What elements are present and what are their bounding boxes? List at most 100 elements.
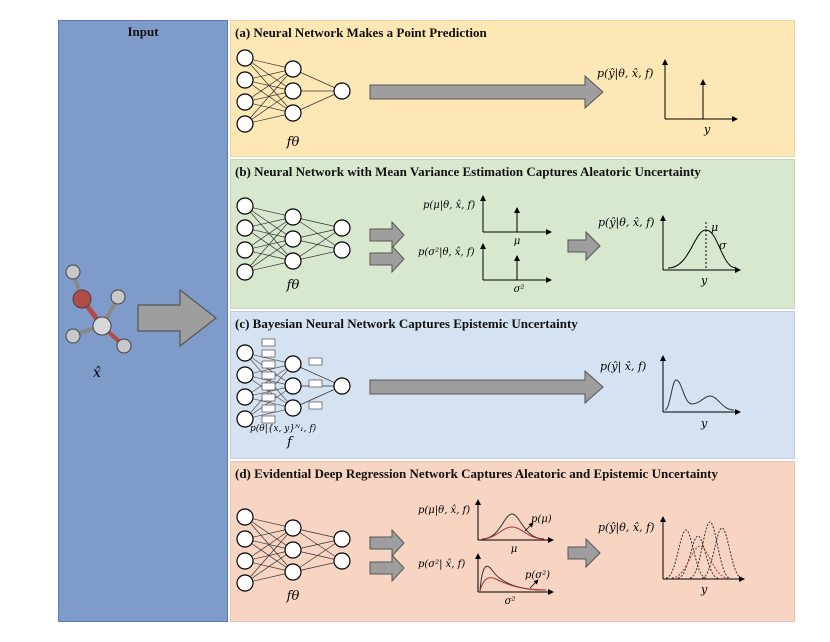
panel-b-net-edge — [292, 227, 343, 262]
panel-c-net-weight-dist-icon — [308, 357, 323, 366]
panel-b-dist-label: p(ŷ|θ, x̂, f) — [598, 216, 654, 230]
panel-c-net-weight-dist-icon — [261, 404, 276, 413]
panel-d-net-input-node — [236, 552, 254, 570]
input-arrow — [137, 288, 217, 348]
panel-c-net-weight-dist-icon — [261, 382, 276, 391]
panel-d-net-hidden-node — [284, 563, 302, 581]
panel-c-net-edge — [244, 363, 294, 398]
panel-c-net-input-node — [236, 344, 254, 362]
panel-d-net-hidden-node — [284, 541, 302, 559]
panel-a-net-input-node — [236, 115, 254, 133]
panel-c-net-weight-dist-icon — [308, 401, 323, 410]
panel-d-dist-label: p(ŷ|θ, x̂, f) — [598, 521, 654, 535]
panel-b-var-axis-label: σ² — [514, 284, 525, 295]
panel-c-posterior-label: p(θ|{x, y}ᴺ₁, f) — [250, 423, 317, 434]
panel-b-arrow-out — [567, 230, 601, 262]
panel-c-net-hidden-node — [284, 355, 302, 373]
panel-b-net-input-node — [236, 241, 254, 259]
panel-a-net-edge — [244, 68, 294, 103]
panel-b-title: (b) Neural Network with Mean Variance Es… — [235, 164, 701, 179]
panel-b-var-dist-label: p(σ²|θ, x̂, f) — [418, 247, 475, 258]
panel-c-net-weight-dist-icon — [261, 393, 276, 402]
panel-d-mu-dist-label: p(μ|θ, x̂, f) — [418, 505, 470, 516]
panel-b-net-edge — [244, 216, 294, 251]
panel-c-net-input-node — [236, 366, 254, 384]
panel-b-var-plot — [480, 243, 552, 283]
panel-b-mu-plot — [480, 195, 552, 235]
panel-a-title: (a) Neural Network Makes a Point Predict… — [235, 25, 487, 40]
panel-d-arrow-out — [567, 537, 601, 569]
panel-d-net-output-node — [333, 552, 351, 570]
panel-c-net-hidden-node — [284, 399, 302, 417]
panel-a-net-edge — [292, 90, 343, 114]
panel-d-net-edge — [244, 527, 294, 562]
panel-a-dist-label: p(ŷ|θ, x̂, f) — [597, 67, 653, 81]
panel-c-title: (c) Bayesian Neural Network Captures Epi… — [235, 316, 578, 331]
panel-a-net-hidden-node — [284, 82, 302, 100]
panel-a-net-label: fθ — [286, 135, 300, 150]
panel-d-arrow-mu — [369, 528, 405, 558]
panel-b-net-hidden-node — [284, 208, 302, 226]
panel-d-net-label: fθ — [286, 589, 300, 604]
panel-c-net-weight-dist-icon — [261, 371, 276, 380]
panel-b-axis-label: y — [700, 274, 708, 287]
panel-c-net-output-node — [333, 377, 351, 395]
network-layer — [236, 49, 351, 592]
panel-b-arrow-mu — [369, 220, 405, 250]
molecule-icon — [65, 264, 132, 354]
panel-c-net-input-node — [236, 388, 254, 406]
panel-a-net-edge — [292, 68, 343, 92]
panel-c-net-edge — [244, 385, 294, 420]
panel-a-net-hidden-node — [284, 60, 302, 78]
panel-d-net-hidden-node — [284, 519, 302, 537]
panel-d-mu-prior-label: p(μ) — [531, 514, 552, 525]
panel-d-var-prior-label: p(σ²) — [525, 570, 550, 581]
panel-b-net-hidden-node — [284, 230, 302, 248]
panel-a-net-output-node — [333, 82, 351, 100]
panel-c-net-weight-dist-icon — [261, 338, 276, 347]
panel-d-net-input-node — [236, 574, 254, 592]
panel-b-sigma-mark: σ — [719, 239, 727, 252]
panel-d-net-edge — [244, 549, 294, 584]
panel-b-gaussian-plot — [660, 215, 741, 273]
panel-d-net-input-node — [236, 508, 254, 526]
panel-c-net-weight-dist-icon — [308, 379, 323, 388]
panel-b-arrow-var — [369, 244, 405, 274]
panel-a-net-input-node — [236, 71, 254, 89]
panel-b-mu-mark: μ — [711, 221, 718, 234]
panel-c-net-hidden-node — [284, 377, 302, 395]
panel-c-net-weight-dist-icon — [261, 415, 276, 424]
panel-d-mu-plot — [475, 499, 554, 543]
panel-c-net-edge — [244, 363, 294, 420]
panel-d-mixture-plot — [660, 516, 745, 582]
panel-a-net-edge — [244, 90, 294, 125]
panel-c-bimodal-plot — [660, 355, 741, 415]
panel-c-net-edge — [292, 385, 343, 409]
panel-b-net-output-node — [333, 219, 351, 237]
panel-b-net-hidden-node — [284, 252, 302, 270]
panel-d-net-output-node — [333, 530, 351, 548]
panel-d-net-edge — [292, 538, 343, 573]
panel-a-net-edge — [244, 68, 294, 125]
input-title: Input — [127, 24, 159, 39]
panel-c-dist-label: p(ŷ| x̂, f) — [600, 360, 646, 374]
panel-b-mu-dist-label: p(μ|θ, x̂, f) — [423, 200, 475, 211]
panel-b-mean-variance: (b) Neural Network with Mean Variance Es… — [230, 159, 795, 309]
panel-d-title: (d) Evidential Deep Regression Network C… — [235, 466, 719, 481]
panel-c-net-weight-dist-icon — [261, 349, 276, 358]
panel-a-plot — [662, 59, 738, 122]
panel-c-net-input-node — [236, 410, 254, 428]
panel-b-net-edge — [244, 238, 294, 273]
panel-b-net-input-node — [236, 197, 254, 215]
panel-a-arrow — [369, 74, 604, 110]
panel-a-net-input-node — [236, 49, 254, 67]
input-x-label: x̂ — [93, 365, 101, 381]
panel-b-net-label: fθ — [286, 278, 300, 293]
panel-d-var-axis-label: σ² — [505, 596, 516, 607]
panel-d-net-edge — [244, 527, 294, 584]
panel-c-net-weight-dist-icon — [261, 360, 276, 369]
panel-d-evidential: (d) Evidential Deep Regression Network C… — [230, 461, 795, 622]
panel-c-net-edge — [292, 363, 343, 387]
panel-d-axis-label: y — [700, 583, 708, 596]
